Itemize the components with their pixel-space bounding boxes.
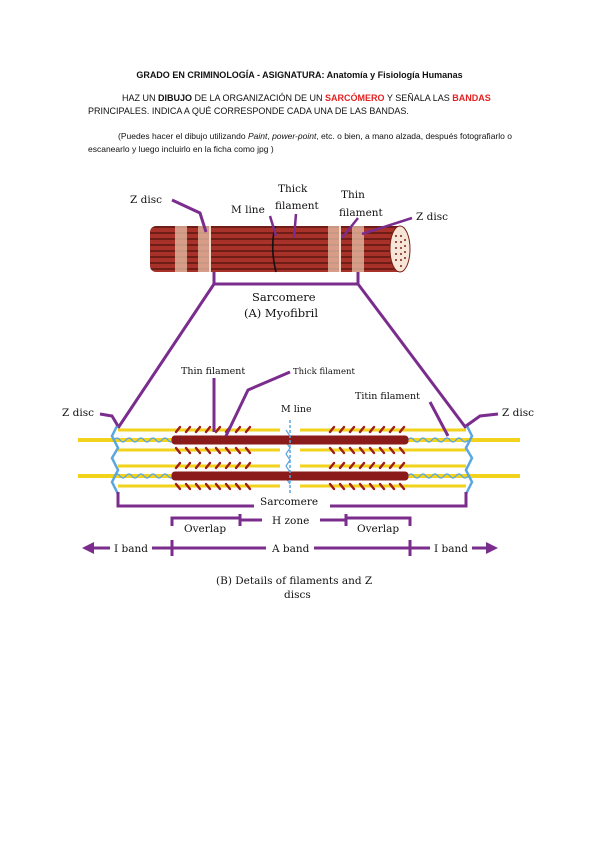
label-z-disc-a-left: Z disc [130,194,162,206]
label-titin-filament: Titin filament [355,391,420,402]
label-i-band-left: I band [114,543,148,555]
note-italic-paint: Paint [247,131,268,141]
label-h-zone: H zone [272,515,309,527]
pointer-titin-b [428,401,450,437]
pointer-m-line [268,215,278,237]
myofibril-light-band [198,226,210,272]
pointer-z-disc-left [171,198,208,233]
pointer-thick-filament-b [224,370,291,437]
note: (Puedes hacer el dibujo utilizando Paint… [88,130,528,156]
label-thick-filament-a-2: filament [275,200,320,212]
i-band-right-label-bg [430,540,472,554]
sarcomere-label-bg [254,494,330,508]
caption-a: (A) Myofibril [244,306,318,320]
pointer-thick-filament [292,213,298,239]
myofibril-end-cap [389,225,411,273]
label-thin-filament-a-2: filament [339,207,384,219]
note-italic-powerpoint: power-point [272,131,317,141]
myofibril-end-dots [395,235,406,267]
myosin-heads [174,425,406,491]
pointer-z-disc-left-b [99,412,120,427]
label-i-band-right: I band [434,543,468,555]
label-z-disc-a-right: Z disc [416,211,448,223]
zoom-connector-left [116,283,216,429]
label-z-disc-b-left: Z disc [62,407,94,419]
instructions-text-2: DE LA ORGANIZACIÓN DE UN [192,93,326,103]
z-disc-right [464,423,474,495]
header-subject: Anatomía y Fisiología Humanas [326,70,463,80]
myofibril-drawing: Z disc M line Thick filament Thin filame… [130,183,448,320]
i-band-left-arrowhead [82,542,94,554]
myofibril-light-band [328,226,340,272]
label-thin-filament-b: Thin filament [181,366,245,377]
myofibril-light-band [352,226,364,272]
instructions-text-3: Y SEÑALA LAS [384,93,453,103]
pointer-z-disc-right-b [465,412,499,428]
i-band-right-arrowhead [486,542,498,554]
note-text-2: , [267,131,273,141]
label-m-line-a: M line [231,204,265,216]
label-m-line-b: M line [281,404,312,415]
label-z-disc-b-right: Z disc [502,407,534,419]
sarcomere-bracket-a [212,272,360,286]
instructions-bold-dibujo: DIBUJO [158,93,193,103]
label-overlap-right: Overlap [357,523,399,535]
caption-b-line-2: discs [284,589,311,601]
note-text-3: , etc. o bien, a mano alzada, después fo… [88,131,512,154]
pointer-thin-filament [341,217,359,239]
label-thick-filament-b: Thick filament [293,367,355,377]
pointer-z-disc-right [361,216,413,236]
header-program: GRADO EN CRIMINOLOGÍA - ASIGNATURA: [136,70,325,80]
document-header: GRADO EN CRIMINOLOGÍA - ASIGNATURA: Anat… [0,70,599,80]
zoom-connector-right [356,283,468,429]
z-disc-left [110,423,120,495]
instructions-text-1: HAZ UN [122,93,158,103]
label-sarcomere-b: Sarcomere [260,496,318,508]
label-overlap-left: Overlap [184,523,226,535]
h-zone-bracket [238,514,348,526]
i-band-left-label-bg [110,540,152,554]
overlap-right-bracket [344,516,412,526]
sarcomere-detail-drawing: Thin filament Thick filament Titin filam… [62,366,534,601]
myofibril-body [150,226,405,272]
note-text-1: (Puedes hacer el dibujo utilizando [118,131,248,141]
label-thick-filament-a-1: Thick [278,183,308,195]
label-sarcomere-a: Sarcomere [252,290,316,304]
instructions: HAZ UN DIBUJO DE LA ORGANIZACIÓN DE UN S… [88,92,528,118]
instructions-red-bandas: BANDAS [452,93,491,103]
instructions-red-sarcomero: SARCÓMERO [325,93,385,103]
myofibril-light-band [175,226,187,272]
a-band-label-bg [266,540,314,554]
label-thin-filament-a-1: Thin [341,189,365,201]
label-a-band: A band [271,543,310,555]
caption-b-line-1: (B) Details of filaments and Z [216,575,372,587]
sarcomere-figure: Z disc M line Thick filament Thin filame… [62,183,534,601]
instructions-text-4: PRINCIPALES. INDICA A QUÉ CORRESPONDE CA… [88,106,409,116]
